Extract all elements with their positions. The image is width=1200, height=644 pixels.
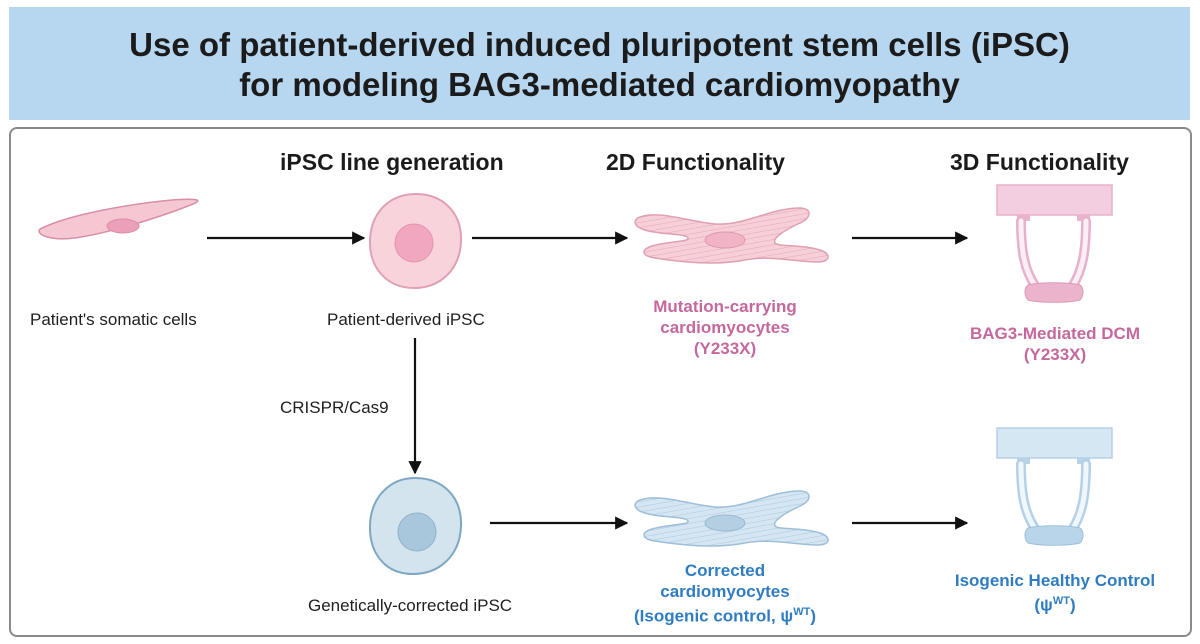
- mutant-dcm-label: BAG3-Mediated DCM (Y233X): [969, 324, 1140, 364]
- patient-ipsc-label: Patient-derived iPSC: [327, 310, 485, 329]
- column-header-ipsc: iPSC line generation: [280, 149, 504, 175]
- corrected-cardiomyocyte-label: Corrected cardiomyocytes (Isogenic contr…: [634, 561, 816, 626]
- crispr-label: CRISPR/Cas9: [280, 398, 389, 417]
- diagram-frame: [9, 127, 1192, 637]
- corrected-tissue-icon: [996, 427, 1113, 546]
- arrows: [207, 231, 969, 530]
- title-banner: Use of patient-derived induced pluripote…: [9, 7, 1190, 120]
- mutant-cardiomyocyte-label: Mutation-carrying cardiomyocytes (Y233X): [653, 297, 797, 358]
- patient-ipsc-icon: [368, 192, 463, 290]
- corrected-ipsc-label: Genetically-corrected iPSC: [308, 596, 513, 615]
- corrected-ipsc-icon: [368, 476, 463, 576]
- column-header-2d: 2D Functionality: [606, 149, 785, 175]
- title-line-1: Use of patient-derived induced pluripote…: [129, 26, 1070, 63]
- somatic-cell-icon: [38, 198, 199, 240]
- mutant-cardiomyocyte-icon: [634, 207, 829, 264]
- somatic-cells-label: Patient's somatic cells: [30, 310, 197, 329]
- column-header-3d: 3D Functionality: [950, 149, 1129, 175]
- title-line-2: for modeling BAG3-mediated cardiomyopath…: [239, 66, 960, 103]
- corrected-cardiomyocyte-icon: [634, 490, 829, 547]
- mutant-tissue-icon: [996, 184, 1113, 303]
- isogenic-control-label: Isogenic Healthy Control (ψWT): [954, 571, 1156, 615]
